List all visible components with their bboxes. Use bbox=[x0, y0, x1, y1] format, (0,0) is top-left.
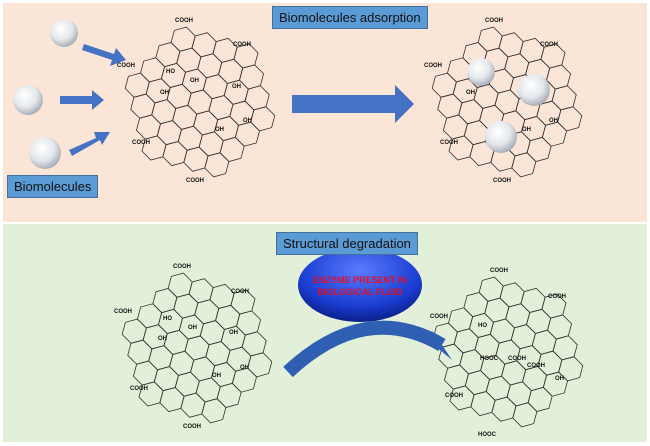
ho-label: HO bbox=[163, 316, 172, 322]
cooh-label: COOH bbox=[175, 18, 193, 24]
oh-label: OH bbox=[215, 127, 224, 133]
cooh-label: COOH bbox=[490, 268, 508, 274]
arrow-right-icon bbox=[292, 85, 414, 123]
hexagon-ring bbox=[557, 106, 583, 132]
oh-label: OH bbox=[158, 336, 167, 342]
cooh-label: COOH bbox=[493, 178, 511, 184]
cooh-label: COOH bbox=[173, 264, 191, 270]
cooh-label: COOH bbox=[540, 42, 558, 48]
graphene-sheet bbox=[121, 272, 273, 424]
oh-label: OH bbox=[243, 118, 252, 124]
cooh-label: COOH bbox=[424, 63, 442, 69]
oh-label: OH bbox=[466, 90, 475, 96]
biomolecules bbox=[13, 19, 550, 169]
oh-label: OH bbox=[190, 78, 199, 84]
cooh-label: COOH bbox=[130, 386, 148, 392]
enzyme-label: ENZYME PRESENT IN bbox=[313, 275, 407, 285]
arrow-icon bbox=[69, 132, 110, 156]
graphene-sheet bbox=[431, 26, 583, 178]
cooh-label: COOH bbox=[445, 393, 463, 399]
cooh-label: COOH bbox=[508, 356, 526, 362]
cooh-label: COOH bbox=[114, 309, 132, 315]
ho-label: HO bbox=[166, 69, 175, 75]
biomolecule-sphere bbox=[29, 137, 61, 169]
cooh-label: COOH bbox=[183, 424, 201, 430]
oh-label: OH bbox=[188, 325, 197, 331]
cooh-label: COOH bbox=[233, 42, 251, 48]
adsorption-title: Biomolecules adsorption bbox=[272, 6, 428, 29]
graphene-sheet bbox=[124, 26, 276, 178]
cooh-label: COOH bbox=[548, 294, 566, 300]
cooh-label: COOH bbox=[117, 63, 135, 69]
cooh-label: COOH bbox=[440, 140, 458, 146]
cooh-label: COOH bbox=[186, 178, 204, 184]
hexagon-ring bbox=[250, 106, 276, 132]
oh-label: OH bbox=[232, 84, 241, 90]
oh-label: OH bbox=[229, 330, 238, 336]
biomolecules-label: Biomolecules bbox=[7, 175, 99, 198]
biomolecule-sphere bbox=[50, 19, 78, 47]
cooh-label: COOH bbox=[430, 314, 448, 320]
cooh-label: COOH bbox=[485, 18, 503, 24]
cooh-label: COOH bbox=[231, 289, 249, 295]
degradation-title: Structural degradation bbox=[276, 232, 418, 255]
oh-label: OH bbox=[160, 90, 169, 96]
hexagon-ring bbox=[247, 352, 273, 378]
oh-label: OH bbox=[522, 127, 531, 133]
adsorbed-biomolecule bbox=[467, 58, 495, 86]
adsorbed-biomolecule bbox=[485, 121, 517, 153]
cooh-label: COOH bbox=[132, 140, 150, 146]
enzyme-label: BIOLOGICAL FLUID bbox=[317, 287, 403, 297]
ho-label: HO bbox=[478, 323, 487, 329]
oh-label: OH bbox=[555, 376, 564, 382]
arrow-icon bbox=[60, 90, 104, 110]
oh-label: OH bbox=[549, 118, 558, 124]
arrow-icon bbox=[82, 44, 126, 66]
curved-arrow-icon bbox=[283, 320, 446, 378]
hexagon-ring bbox=[558, 356, 584, 382]
biomolecule-sphere bbox=[13, 85, 43, 115]
enzyme-ellipse bbox=[298, 248, 422, 322]
adsorbed-biomolecule bbox=[518, 74, 550, 106]
oh-label: OH bbox=[212, 373, 221, 379]
hooc-label: HOOC bbox=[480, 356, 499, 362]
cooh-label: COOH bbox=[527, 363, 545, 369]
graphene-sheet bbox=[432, 276, 584, 428]
oh-label: OH bbox=[240, 365, 249, 371]
hooc-label: HOOC bbox=[478, 432, 497, 438]
